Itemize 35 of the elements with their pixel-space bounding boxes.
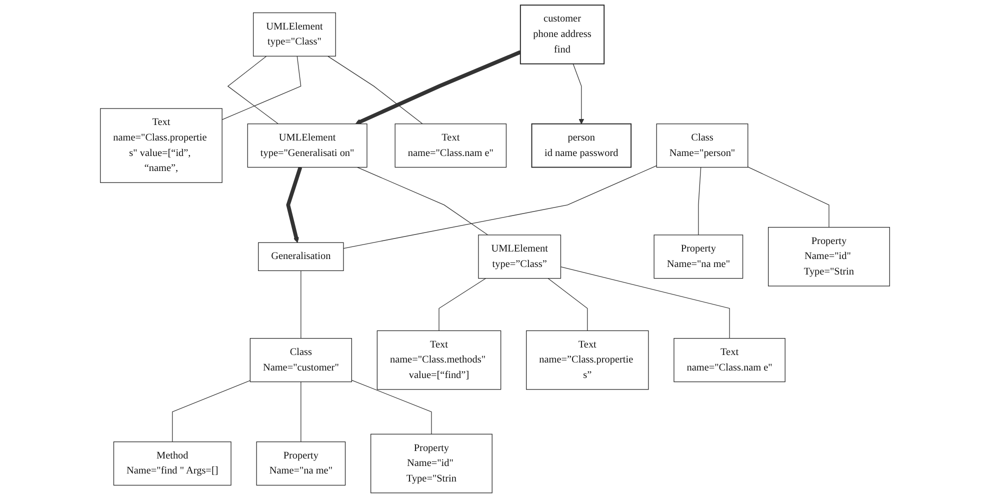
node-box: Class Name="customer" <box>250 338 352 382</box>
node-box: customer phone address find <box>520 4 605 64</box>
node-box: UMLElement type="Class" <box>253 12 336 56</box>
connector <box>357 166 488 236</box>
connector <box>748 166 830 228</box>
connector <box>300 381 302 442</box>
connector <box>343 165 657 249</box>
node-box: Generalisation <box>258 242 344 272</box>
node-box: person id name password <box>531 123 632 168</box>
connector <box>560 266 730 339</box>
connector <box>172 380 250 442</box>
connector <box>438 278 486 332</box>
arrow <box>355 50 522 125</box>
arrow <box>286 166 302 243</box>
connector <box>227 56 279 124</box>
node-box: UMLElement type=”Class” <box>478 234 562 279</box>
connector <box>222 56 302 120</box>
connector <box>548 278 588 332</box>
node-box: Text name="Class.nam e" <box>394 124 507 168</box>
node-box: Class Name="person" <box>656 124 748 168</box>
node-box: Property Name="na me" <box>654 234 744 279</box>
node-box: Text name="Class.propertie s" value=[“id”, “name”, <box>100 108 222 183</box>
connector <box>327 56 423 124</box>
node-box: Property Name="na me" <box>256 442 346 486</box>
arrow <box>572 64 584 124</box>
node-box: Property Name="id" Type="Strin <box>370 434 492 494</box>
connector <box>351 380 432 434</box>
node-box: UMLElement type="Generalisati on" <box>247 124 368 168</box>
node-box: Method Name="find " Args=[] <box>113 442 232 486</box>
node-box: Text name="Class.methods" value=[“find”] <box>376 330 502 390</box>
node-box: Text name=”Class.propertie s” <box>526 330 649 390</box>
connector <box>300 270 302 339</box>
node-box: Text name="Class.nam e" <box>674 338 786 382</box>
node-box: Property Name="id" Type="Strin <box>768 226 890 286</box>
connector <box>698 166 702 236</box>
